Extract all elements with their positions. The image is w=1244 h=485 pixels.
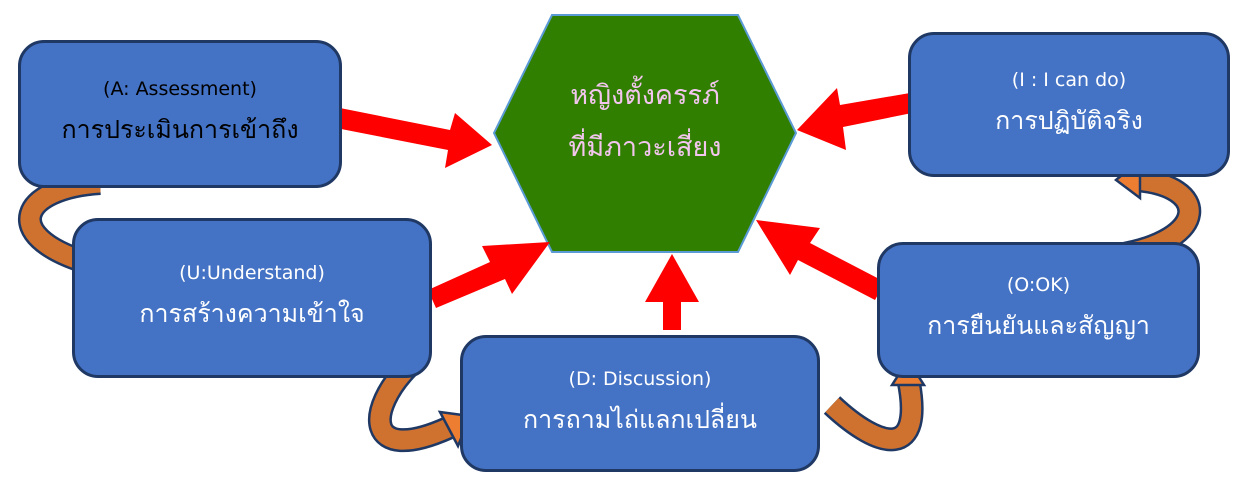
step-label: การประเมินการเข้าถึง [61, 115, 299, 144]
step-code: (O:OK) [1006, 274, 1071, 296]
step-code: (I : I can do) [1011, 68, 1127, 91]
step-label: การยืนยันและสัญญา [927, 311, 1150, 340]
step-label: การถามไถ่แลกเปลี่ยน [522, 404, 757, 434]
center-label: หญิงตั้งครรภ์ ที่มีภาวะเสี่ยง [494, 70, 796, 174]
arrow-u-to-center [428, 242, 550, 308]
arrow-d-to-center [645, 254, 699, 330]
step-code: (A: Assessment) [103, 78, 257, 100]
step-discussion: (D: Discussion) การถามไถ่แลกเปลี่ยน [460, 335, 820, 472]
center-line-2: ที่มีภาวะเสี่ยง [568, 132, 722, 163]
step-i-can-do: (I : I can do) การปฏิบัติจริง [908, 32, 1230, 177]
step-label: การปฏิบัติจริง [995, 105, 1143, 135]
step-ok: (O:OK) การยืนยันและสัญญา [877, 242, 1200, 378]
step-understand: (U:Understand) การสร้างความเข้าใจ [72, 218, 432, 378]
step-code: (D: Discussion) [568, 367, 712, 390]
arrow-o-to-center [756, 220, 885, 300]
arrow-i-to-center [797, 88, 912, 150]
center-line-1: หญิงตั้งครรภ์ [570, 80, 720, 111]
step-code: (U:Understand) [179, 262, 325, 284]
center-hexagon [492, 14, 798, 253]
arrow-a-to-center [336, 108, 492, 168]
step-label: การสร้างความเข้าใจ [139, 299, 365, 328]
step-assessment: (A: Assessment) การประเมินการเข้าถึง [18, 40, 342, 188]
